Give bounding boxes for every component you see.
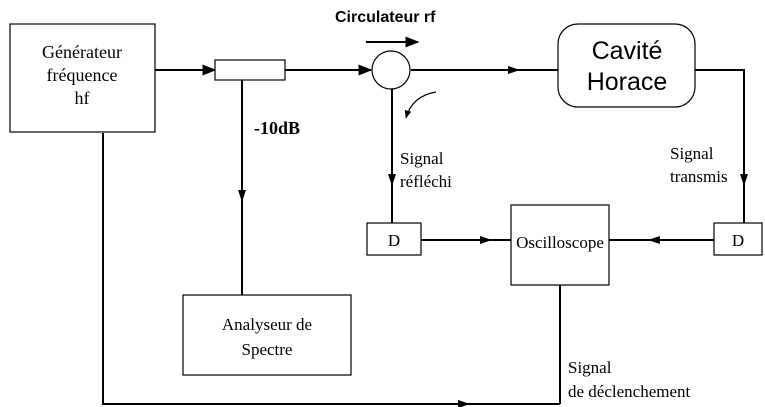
generator-label-line1: Générateur (42, 42, 122, 62)
generator-label-line2: fréquence (47, 65, 118, 85)
detector-left-box (366, 222, 422, 256)
spectrum-analyzer-line1: Analyseur de (222, 315, 312, 334)
oscilloscope-label: Oscilloscope (516, 233, 604, 252)
wire-cavity-to-right-detector (695, 69, 745, 223)
attenuation-label: -10dB (254, 118, 300, 138)
wire-arrowhead (458, 400, 470, 407)
wire-arrowhead (388, 174, 396, 186)
wire-arrowhead (238, 190, 246, 202)
wire-arrowhead (480, 236, 492, 244)
spectrum-analyzer-box (182, 294, 352, 376)
generator-label-line3: hf (75, 88, 90, 108)
cavity-label-line2: Horace (587, 68, 668, 96)
transmitted-signal-line2: transmis (670, 167, 728, 186)
circulator-circle (371, 50, 411, 90)
cavity-label-line1: Cavité (592, 37, 663, 65)
wire-generator-trigger (102, 133, 560, 405)
transmitted-signal-line1: Signal (670, 144, 714, 163)
coupler-box (214, 59, 286, 81)
generator-box (9, 23, 156, 133)
spectrum-analyzer-line2: Spectre (242, 340, 293, 359)
circulator-label: Circulateur rf (335, 9, 436, 26)
detector-right-label: D (732, 231, 744, 250)
circulator-rotation-arrow (404, 91, 437, 119)
detector-right-box (713, 222, 763, 256)
oscilloscope-box (510, 204, 610, 286)
wire-arrowhead (740, 174, 748, 186)
reflected-signal-line1: Signal (400, 149, 444, 168)
detector-left-label: D (388, 231, 400, 250)
trigger-signal-line1: Signal (568, 358, 612, 377)
wire-arrowhead (508, 66, 520, 74)
cavity-box (557, 23, 696, 108)
wire-arrowhead (648, 236, 660, 244)
reflected-signal-line2: réfléchi (400, 172, 452, 191)
trigger-signal-line2: de déclenchement (568, 382, 691, 401)
